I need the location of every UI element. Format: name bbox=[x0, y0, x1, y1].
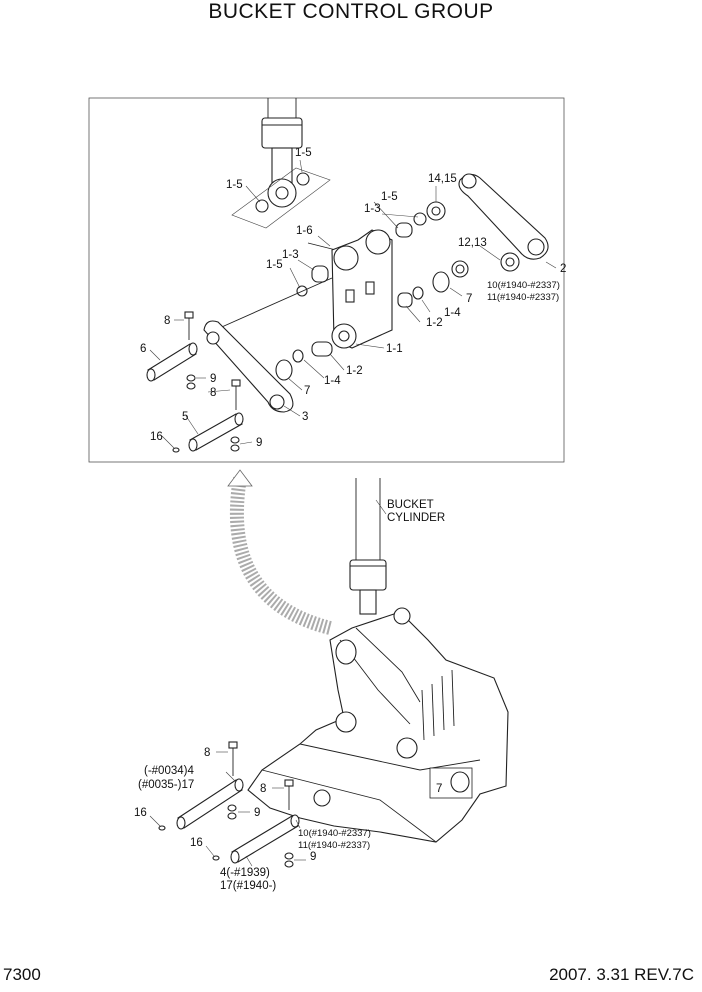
label-11: 11(#1940-#2337) bbox=[487, 292, 559, 303]
label-8: 8 bbox=[210, 387, 216, 399]
nut-9b bbox=[230, 436, 240, 452]
label-9: 9 bbox=[254, 807, 260, 819]
grease-nipple-16a bbox=[172, 447, 180, 453]
bushing-1-5a bbox=[255, 199, 269, 213]
label-1-5: 1-5 bbox=[266, 259, 283, 271]
label-8: 8 bbox=[164, 315, 170, 327]
pin-4-17b bbox=[230, 814, 300, 864]
label-4: (-#0034)4 bbox=[144, 765, 194, 777]
label-1-5: 1-5 bbox=[295, 147, 312, 159]
bolt-8c bbox=[228, 741, 238, 776]
bucket-cylinder bbox=[349, 478, 387, 615]
yoke-1-1 bbox=[331, 229, 393, 349]
bushing-1-3a bbox=[395, 222, 413, 238]
link-2 bbox=[458, 173, 549, 272]
grease-nipple-16b bbox=[158, 825, 166, 831]
label-16: 16 bbox=[134, 807, 147, 819]
label-10: 10(#1940-#2337) bbox=[487, 280, 560, 291]
cylinder-label-1: BUCKET bbox=[387, 499, 434, 511]
revision-date: 2007. 3.31 REV.7C bbox=[549, 965, 694, 984]
label-6: 6 bbox=[140, 343, 146, 355]
o-ring-7a bbox=[432, 271, 450, 293]
pin-6 bbox=[146, 342, 198, 382]
pin-4-17a bbox=[176, 778, 244, 830]
bushing-1-5b bbox=[296, 172, 310, 186]
link-3 bbox=[203, 320, 294, 413]
label-1-1: 1-1 bbox=[386, 343, 403, 355]
o-ring-7c bbox=[450, 771, 470, 793]
label-8: 8 bbox=[204, 747, 210, 759]
label-8: 8 bbox=[260, 783, 266, 795]
label-16: 16 bbox=[190, 837, 203, 849]
label-1-5: 1-5 bbox=[226, 179, 243, 191]
bushing-1-2b bbox=[311, 341, 333, 357]
grease-nipple-16c bbox=[212, 855, 220, 861]
label-1-6: 1-6 bbox=[296, 225, 313, 237]
label-3: 3 bbox=[302, 411, 308, 423]
callout-arrow bbox=[229, 476, 332, 635]
detail-cylinder-rod bbox=[261, 98, 303, 208]
pin-5 bbox=[188, 412, 244, 452]
label-1-2: 1-2 bbox=[426, 317, 443, 329]
label-7: 7 bbox=[466, 293, 472, 305]
label-1-2: 1-2 bbox=[346, 365, 363, 377]
bushing-1-2a bbox=[397, 292, 413, 308]
label-1-4: 1-4 bbox=[444, 307, 461, 319]
label-9: 9 bbox=[256, 437, 262, 449]
nut-9a bbox=[186, 374, 196, 390]
label-14-15: 14,15 bbox=[428, 173, 457, 185]
label-17: 17(#1940-) bbox=[220, 880, 276, 892]
label-11: 11(#1940-#2337) bbox=[298, 840, 370, 851]
label-9: 9 bbox=[210, 373, 216, 385]
label-2: 2 bbox=[560, 263, 566, 275]
label-1-3: 1-3 bbox=[282, 249, 299, 261]
label-9: 9 bbox=[310, 851, 316, 863]
page-title: BUCKET CONTROL GROUP bbox=[208, 0, 494, 23]
page-number: 7300 bbox=[3, 965, 41, 984]
label-7: 7 bbox=[436, 783, 442, 795]
label-17: (#0035-)17 bbox=[138, 779, 194, 791]
label-1-5: 1-5 bbox=[381, 191, 398, 203]
label-4: 4(-#1939) bbox=[220, 867, 270, 879]
label-16: 16 bbox=[150, 431, 163, 443]
bucket-body bbox=[247, 607, 509, 843]
nut-9c bbox=[227, 804, 237, 820]
label-5: 5 bbox=[182, 411, 188, 423]
label-12-13: 12,13 bbox=[458, 237, 487, 249]
cylinder-label-2: CYLINDER bbox=[387, 512, 445, 524]
nut-9d bbox=[284, 852, 294, 868]
bolt-8d bbox=[284, 779, 294, 810]
label-1-3: 1-3 bbox=[364, 203, 381, 215]
label-10: 10(#1940-#2337) bbox=[298, 828, 371, 839]
label-1-4: 1-4 bbox=[324, 375, 341, 387]
detail-frame bbox=[88, 97, 565, 463]
bolt-8a bbox=[184, 311, 194, 340]
bolt-8b bbox=[231, 379, 241, 410]
o-ring-7b bbox=[275, 359, 293, 381]
label-7: 7 bbox=[304, 385, 310, 397]
bushing-1-3b bbox=[311, 265, 329, 283]
